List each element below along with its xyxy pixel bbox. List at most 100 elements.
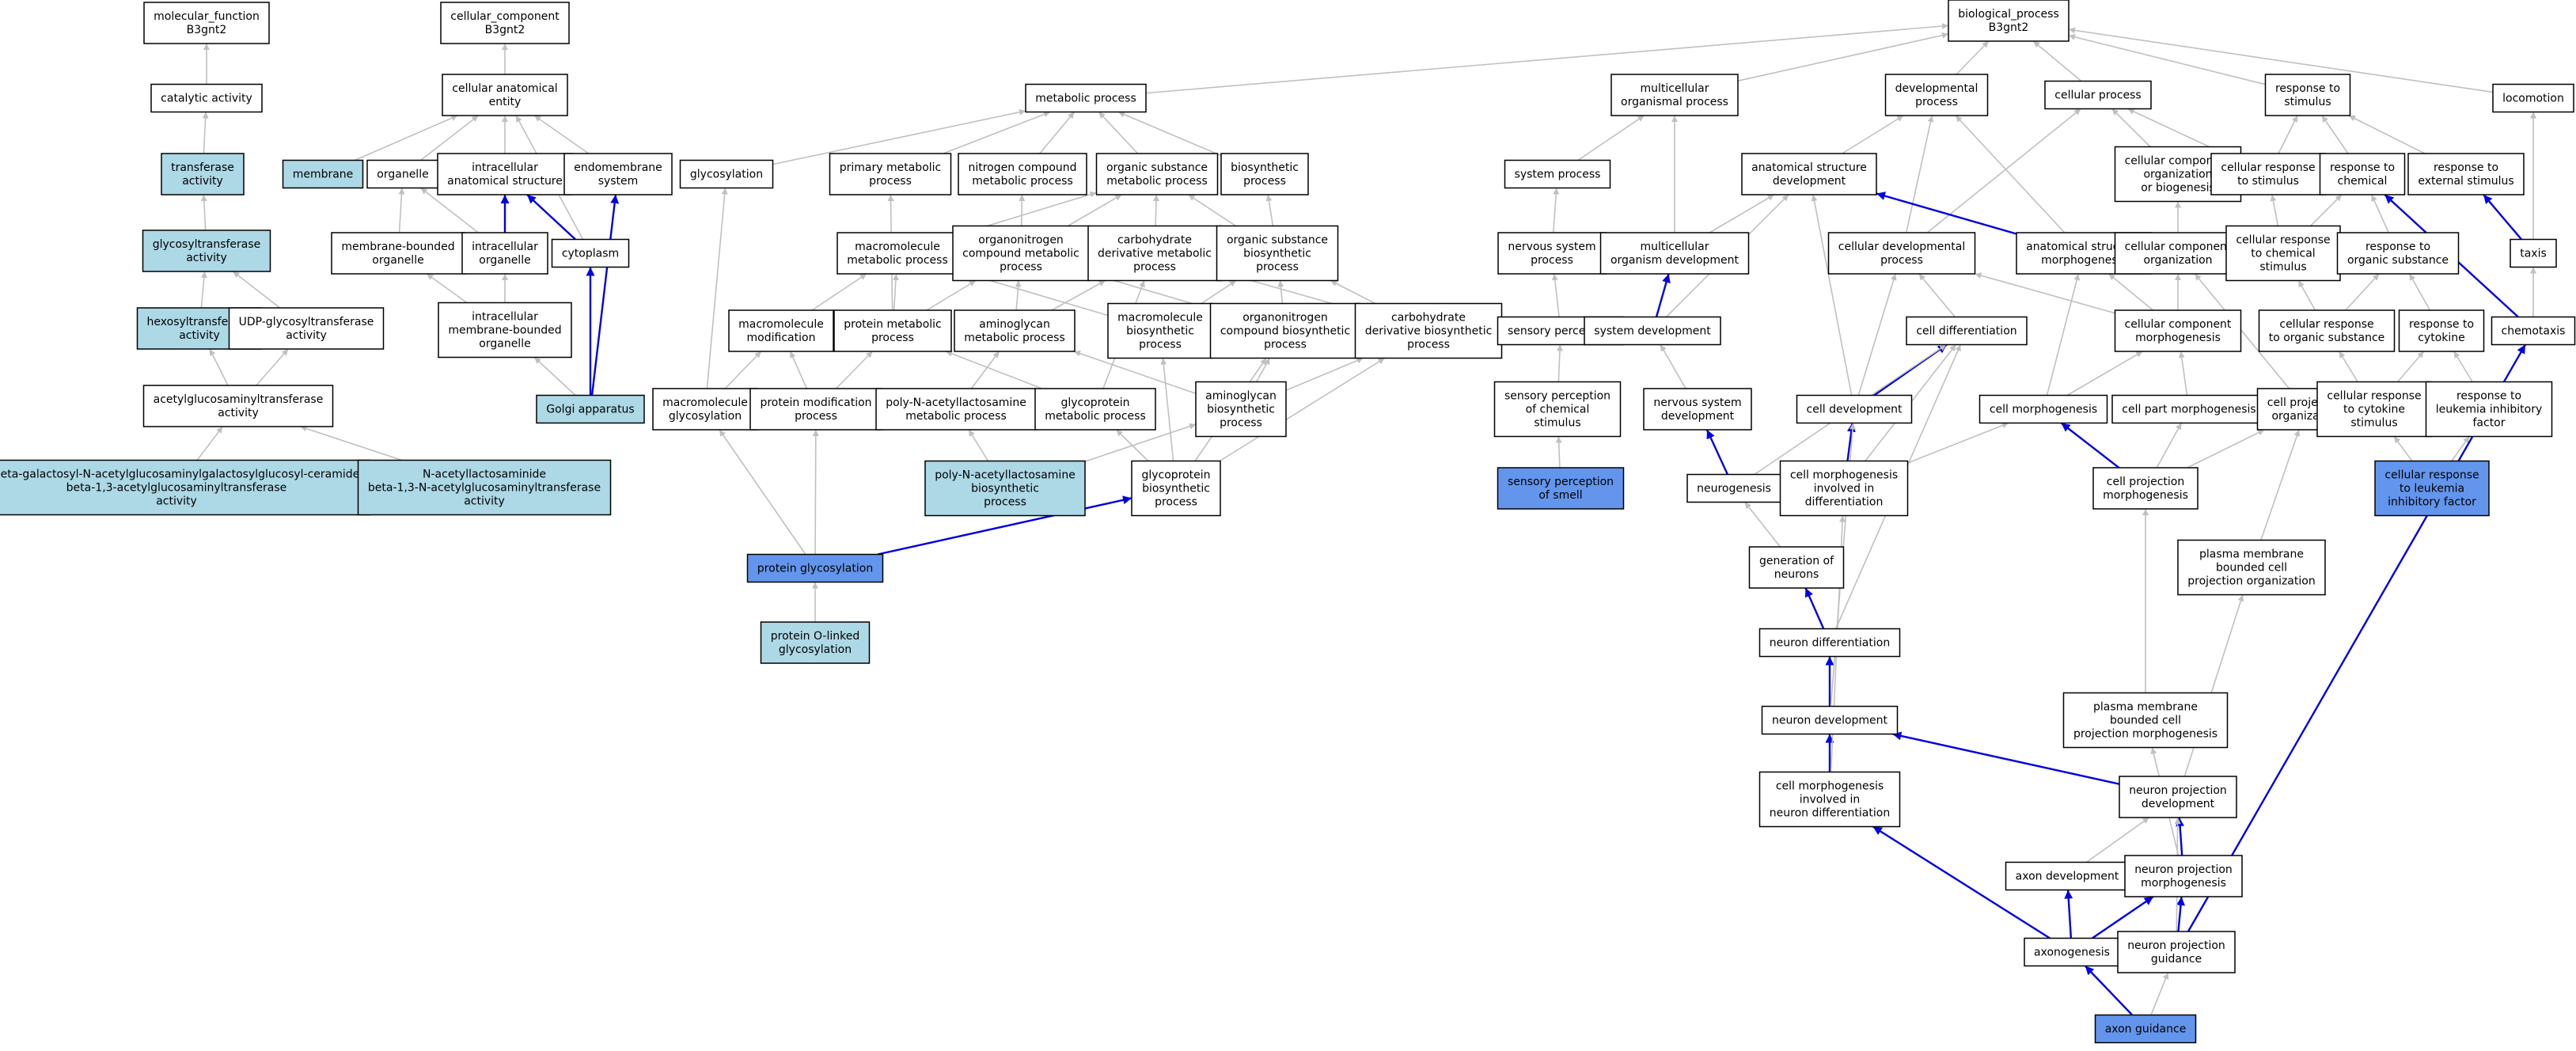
go-term-label: metabolic process — [847, 254, 948, 267]
go-term-node-ndiff[interactable]: neuron differentiation — [1758, 628, 1901, 658]
go-term-label: biological_process — [1958, 8, 2059, 21]
go-term-box — [875, 388, 1037, 431]
go-term-node-sp[interactable]: system process — [1504, 159, 1611, 189]
go-term-node-cpm[interactable]: cell part morphogenesis — [2111, 394, 2267, 424]
go-term-node-pnalb[interactable]: poly-N-acetyllactosaminebiosyntheticproc… — [924, 460, 1086, 517]
go-term-node-glyc[interactable]: glycosylation — [679, 159, 774, 189]
go-term-node-axgd[interactable]: axon guidance — [2094, 1014, 2197, 1044]
go-term-node-mem[interactable]: membrane — [282, 159, 364, 189]
go-term-box — [2336, 232, 2460, 275]
go-term-label: bounded cell — [2216, 562, 2287, 575]
go-term-node-golgi[interactable]: Golgi apparatus — [536, 394, 645, 424]
grey-edge-dp-to-bio — [1956, 40, 1990, 75]
go-term-node-bgal[interactable]: beta-galactosyl-N-acetylglucosaminylgala… — [0, 459, 370, 516]
go-term-node-axd[interactable]: axon development — [2005, 861, 2130, 891]
go-term-node-sd[interactable]: system development — [1584, 316, 1721, 346]
go-term-node-nacl[interactable]: N-acetyllactosaminidebeta-1,3-N-acetylgl… — [357, 459, 612, 516]
go-term-node-ndev[interactable]: neuron development — [1761, 705, 1899, 735]
go-term-node-cdev[interactable]: cell development — [1796, 394, 1913, 424]
go-term-label: neurogenesis — [1697, 483, 1771, 495]
grey-edge-rtc-to-rts — [2321, 115, 2349, 154]
go-term-node-pglyc[interactable]: protein glycosylation — [746, 553, 884, 583]
go-term-node-cmorph[interactable]: cell morphogenesis — [1978, 394, 2108, 424]
go-term-node-cp[interactable]: cellular process — [2044, 80, 2152, 110]
go-term-node-ca[interactable]: catalytic activity — [150, 83, 263, 113]
go-term-node-taxis[interactable]: taxis — [2510, 238, 2557, 268]
go-term-node-cdiff[interactable]: cell differentiation — [1906, 316, 2028, 346]
go-term-node-cyt[interactable]: cytoplasm — [551, 238, 630, 268]
go-term-node-mp[interactable]: metabolic process — [1025, 83, 1147, 113]
go-term-node-axg[interactable]: axonogenesis — [2024, 937, 2120, 967]
go-term-node-org[interactable]: organelle — [366, 159, 439, 189]
go-term-node-loc[interactable]: locomotion — [2492, 83, 2574, 113]
go-term-node-chem[interactable]: chemotaxis — [2491, 316, 2576, 346]
go-term-node-ngen[interactable]: neurogenesis — [1686, 473, 1781, 503]
